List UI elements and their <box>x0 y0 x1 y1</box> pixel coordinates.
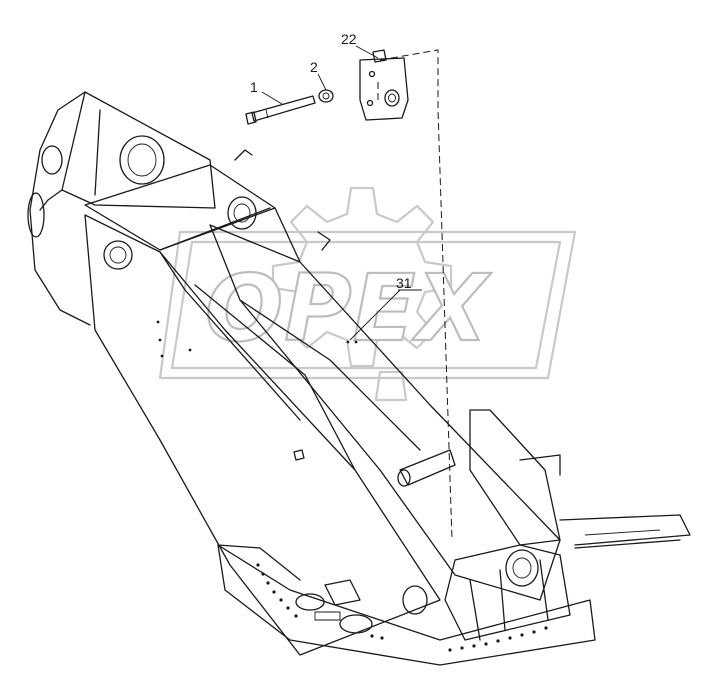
bolt-part <box>245 95 316 125</box>
front-pivot-hole <box>505 549 539 587</box>
rivet-dots <box>156 320 548 652</box>
callout-31: 31 <box>396 275 412 291</box>
arm-pin-hole <box>103 240 133 270</box>
watermark-logo: OPEX <box>158 186 577 402</box>
nut-part <box>318 89 334 103</box>
watermark-gear <box>271 186 453 402</box>
rear-bearing <box>119 135 165 185</box>
boom-frame <box>27 91 691 666</box>
watermark-badge-inner <box>170 240 562 370</box>
top-pivot-hole <box>227 196 257 230</box>
callout-2: 2 <box>310 59 318 75</box>
plate-hole-right <box>339 614 373 634</box>
leader-lines <box>261 45 422 341</box>
callout-1: 1 <box>250 79 258 95</box>
valve-block-part <box>359 49 409 121</box>
plate-hole-left <box>295 593 325 611</box>
watermark-badge-outer <box>158 230 577 380</box>
watermark-text: OPEX <box>205 255 491 362</box>
callout-22: 22 <box>341 31 357 47</box>
callout-labels: 1 2 22 31 <box>250 31 412 291</box>
assembly-guide-line <box>379 49 453 541</box>
